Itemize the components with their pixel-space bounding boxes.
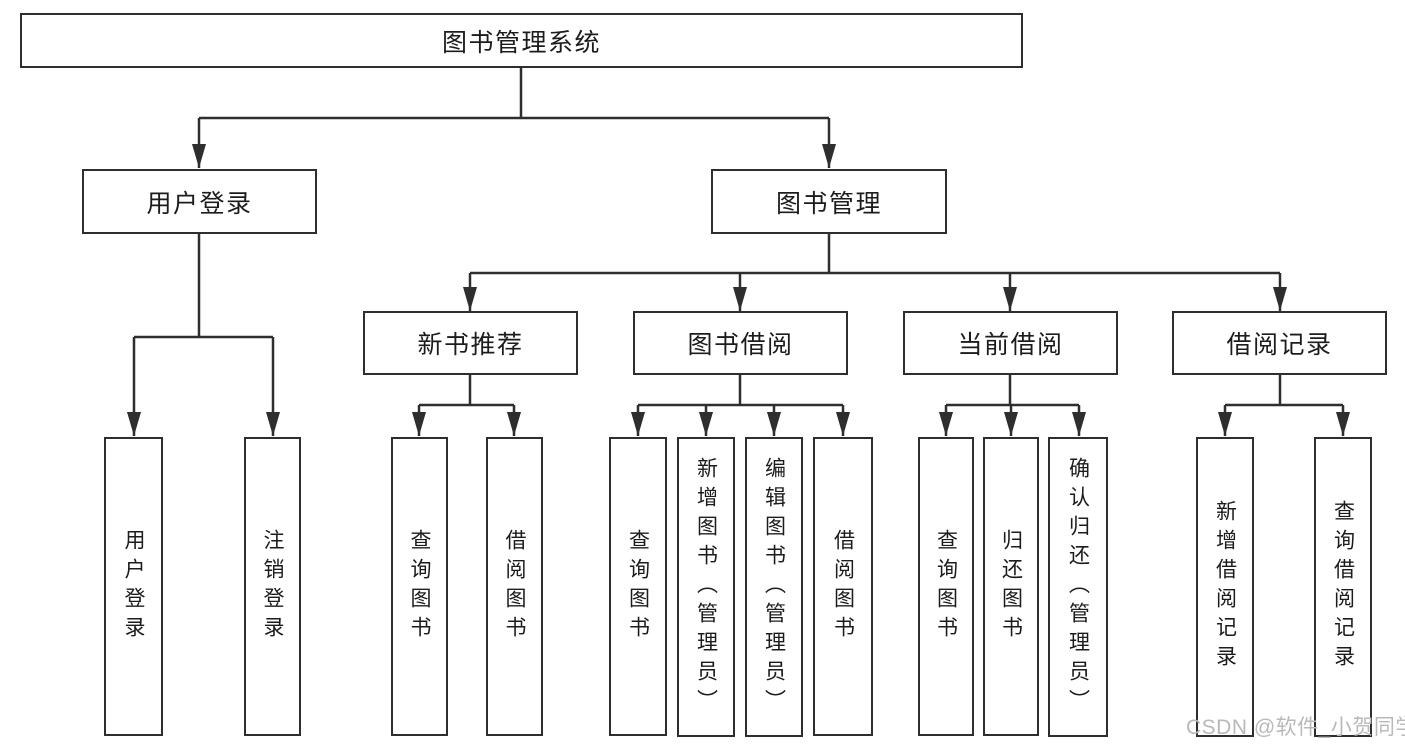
leaf-query-books-1-label: 查询图书 <box>408 528 431 645</box>
leaf-query-books-1: 查询图书 <box>391 437 448 736</box>
leaf-query-books-2-label: 查询图书 <box>626 528 650 645</box>
leaf-add-borrow-record: 新增借阅记录 <box>1196 437 1254 737</box>
leaf-edit-book-admin: 编辑图书（管理员） <box>745 437 803 737</box>
leaf-return-book: 归还图书 <box>983 437 1039 736</box>
leaf-query-borrow-record: 查询借阅记录 <box>1314 437 1372 737</box>
leaf-query-borrow-record-label: 查询借阅记录 <box>1331 500 1355 674</box>
node-book-borrowing-label: 图书借阅 <box>687 331 794 359</box>
node-book-management: 图书管理 <box>711 169 947 234</box>
leaf-logout-label: 注销登录 <box>261 528 284 645</box>
leaf-borrow-books-2-label: 借阅图书 <box>831 528 855 645</box>
leaf-borrow-books-2: 借阅图书 <box>813 437 873 736</box>
leaf-query-books-2: 查询图书 <box>609 437 667 736</box>
leaf-return-book-label: 归还图书 <box>999 528 1023 645</box>
leaf-add-book-admin: 新增图书（管理员） <box>677 437 735 737</box>
watermark: CSDN @软件_小贺同学 <box>1186 716 1405 739</box>
leaf-confirm-return-admin-label: 确认归还（管理员） <box>1066 456 1090 718</box>
leaf-query-books-3: 查询图书 <box>918 437 974 736</box>
node-user-login-label: 用户登录 <box>146 189 253 218</box>
leaf-add-book-admin-label: 新增图书（管理员） <box>694 456 718 718</box>
node-current-borrowing-label: 当前借阅 <box>957 331 1064 359</box>
node-book-management-label: 图书管理 <box>775 189 882 218</box>
node-borrow-records-label: 借阅记录 <box>1226 331 1333 359</box>
leaf-borrow-books-1: 借阅图书 <box>486 437 543 736</box>
leaf-user-login: 用户登录 <box>104 437 163 736</box>
node-root-label: 图书管理系统 <box>441 28 601 57</box>
node-new-book-recommend-label: 新书推荐 <box>417 331 524 359</box>
node-user-login: 用户登录 <box>82 169 317 234</box>
node-borrow-records: 借阅记录 <box>1172 311 1387 375</box>
node-new-book-recommend: 新书推荐 <box>363 311 578 375</box>
leaf-user-login-label: 用户登录 <box>122 528 145 645</box>
leaf-borrow-books-1-label: 借阅图书 <box>503 528 526 645</box>
node-book-borrowing: 图书借阅 <box>633 311 848 375</box>
leaf-query-books-3-label: 查询图书 <box>934 528 958 645</box>
leaf-logout: 注销登录 <box>244 437 301 736</box>
elbow-lines <box>134 68 1343 407</box>
leaf-confirm-return-admin: 确认归还（管理员） <box>1048 437 1108 737</box>
node-root: 图书管理系统 <box>20 13 1023 68</box>
leaf-add-borrow-record-label: 新增借阅记录 <box>1213 500 1237 674</box>
leaf-edit-book-admin-label: 编辑图书（管理员） <box>762 456 786 718</box>
node-current-borrowing: 当前借阅 <box>903 311 1118 375</box>
